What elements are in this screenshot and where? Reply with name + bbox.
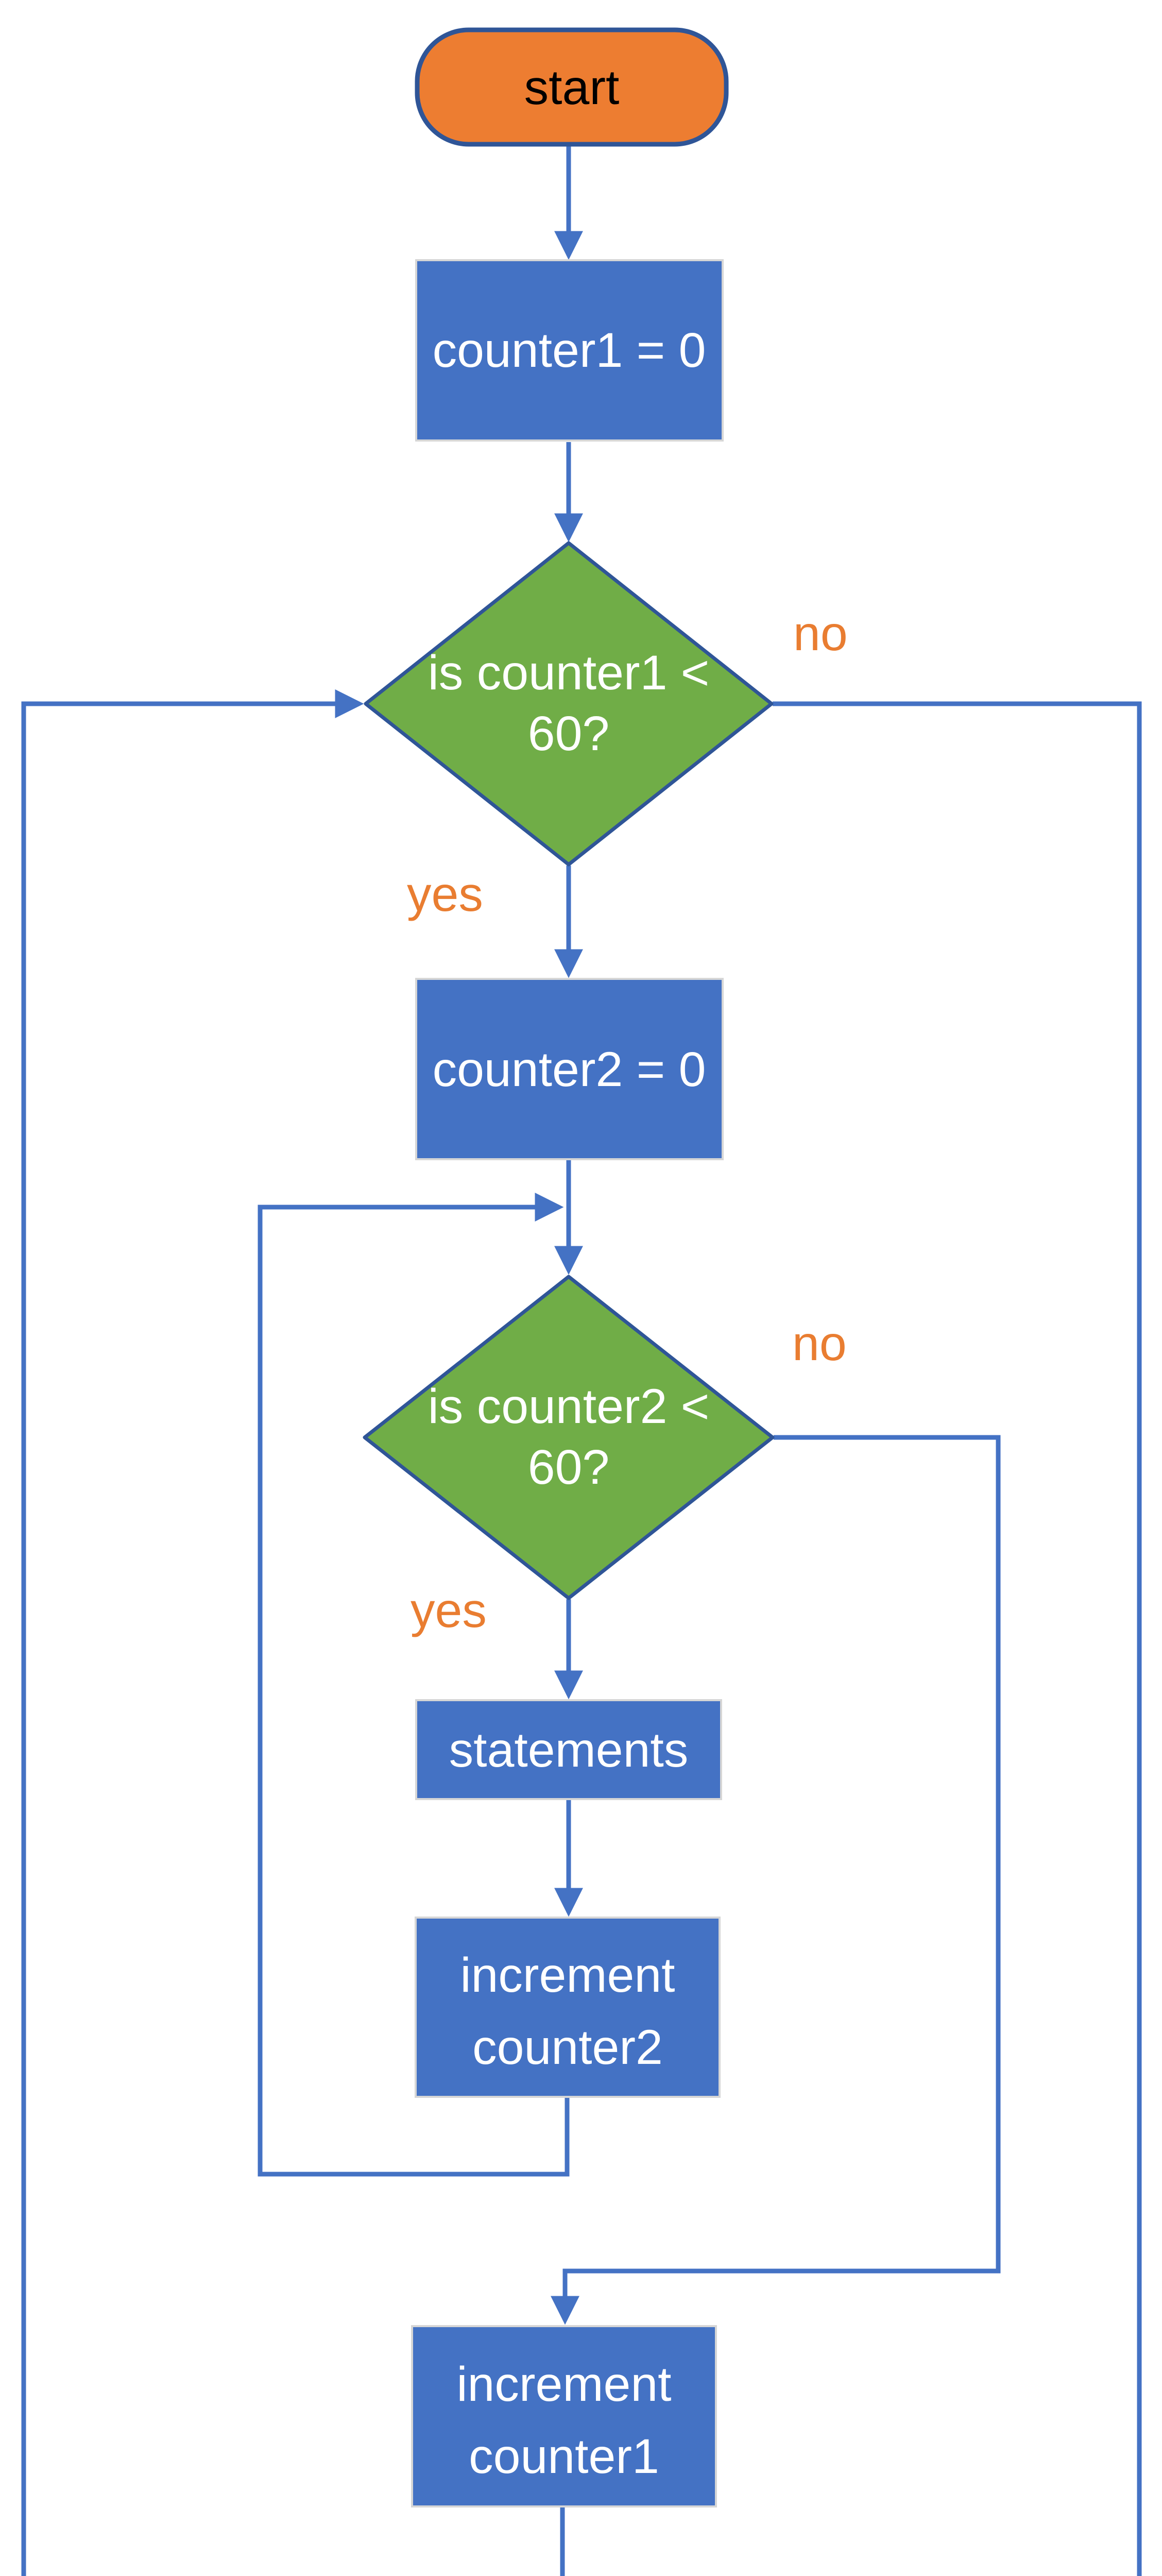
decision1-no-label: no: [793, 606, 848, 661]
init-counter1-label: counter1 = 0: [433, 323, 706, 378]
increment-counter1-process-shape: [411, 2325, 717, 2507]
init-counter2-process-shape: [415, 978, 724, 1160]
start-terminator-shape: [415, 27, 729, 147]
decision-counter2-label-line2: 60?: [528, 1440, 610, 1495]
decision-counter1-shape: [364, 541, 774, 867]
increment-counter1-label-line1: increment: [456, 2357, 671, 2412]
decision-counter1-label-line1: is counter1 <: [428, 646, 710, 700]
decision-counter2-shape: [363, 1275, 775, 1600]
decision2-yes-label: yes: [411, 1583, 487, 1638]
decision1-yes-label: yes: [407, 867, 483, 922]
edge-decision2-no-to-increment-counter1: [551, 1435, 1001, 2325]
edge-increment-counter1-loopback-to-decision1: [21, 689, 565, 2576]
init-counter1-process-shape: [415, 259, 724, 442]
start-label: start: [524, 60, 620, 115]
increment-counter1-label-line2: counter1: [469, 2429, 659, 2484]
decision2-no-label: no: [792, 1316, 847, 1371]
edge-decision1-no-to-statement: [773, 701, 1142, 2576]
edge-increment-counter2-loopback-to-decision2: [258, 1193, 570, 2177]
increment-counter2-label-line2: counter2: [472, 2020, 663, 2075]
statements-label: statements: [449, 1723, 689, 1777]
statements-process-shape: [415, 1699, 722, 1800]
decision-counter1-label-line2: 60?: [528, 706, 610, 761]
decision-counter2-label-line1: is counter2 <: [428, 1379, 710, 1434]
init-counter2-label: counter2 = 0: [433, 1042, 706, 1097]
increment-counter2-process-shape: [415, 1917, 721, 2098]
increment-counter2-label-line1: increment: [460, 1948, 675, 2003]
